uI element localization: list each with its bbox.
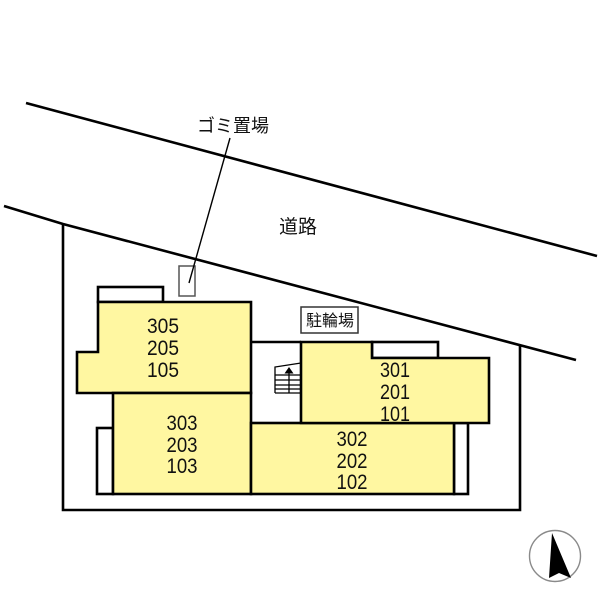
lot-boundary (61, 224, 522, 512)
bicycle-parking-label: 駐輪場 (306, 311, 354, 330)
unit-number: 301 (380, 359, 410, 382)
north-arrow-icon (528, 529, 582, 583)
garbage-area-label: ゴミ置場 (197, 116, 269, 137)
unit-block-303-203-103 (111, 391, 253, 496)
garbage-leader-line (188, 137, 231, 284)
balcony-west (95, 426, 115, 496)
unit-number: 202 (337, 450, 368, 473)
unit-number: 303 (167, 412, 198, 435)
unit-number: 203 (167, 434, 198, 457)
balcony-north-west (96, 285, 165, 304)
stairs-icon (274, 362, 302, 394)
unit-number: 103 (167, 455, 198, 478)
unit-number: 101 (380, 403, 410, 426)
unit-number: 302 (337, 428, 368, 451)
bicycle-parking-box (300, 306, 359, 334)
unit-number: 102 (337, 471, 368, 494)
unit-number: 201 (380, 381, 410, 404)
unit-number: 205 (147, 337, 179, 360)
road-edge-upper (25, 101, 598, 258)
unit-block-305-205-105 (75, 300, 253, 395)
road-label: 道路 (279, 216, 317, 238)
unit-block-301-201-101 (299, 340, 491, 425)
unit-number: 105 (147, 359, 179, 382)
balcony-east (452, 421, 470, 496)
balcony-north-east (370, 340, 440, 360)
unit-number: 305 (147, 315, 179, 338)
